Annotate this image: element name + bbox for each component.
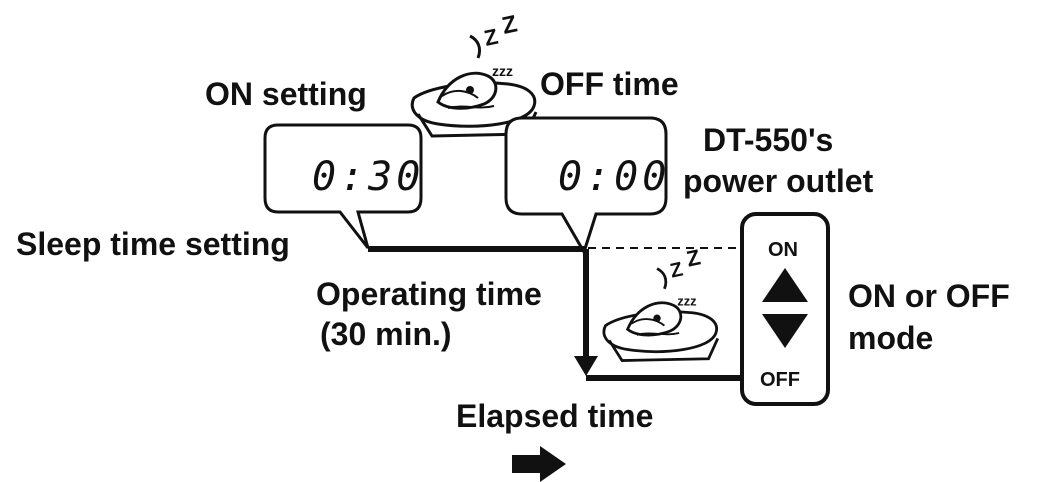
outlet-label-line2: power outlet xyxy=(683,163,874,199)
elapsed-time-label: Elapsed time xyxy=(456,398,654,434)
sleeping-person-icon: Z Z zzz xyxy=(410,10,538,138)
down-triangle-icon xyxy=(762,314,808,348)
switch-on-label: ON xyxy=(768,239,798,261)
up-triangle-icon xyxy=(762,268,808,302)
switch-off-label: OFF xyxy=(760,369,800,391)
mode-line2: mode xyxy=(848,320,934,356)
off-display-value: 0:00 xyxy=(558,154,670,200)
svg-text:zzz: zzz xyxy=(492,63,513,79)
svg-text:Z: Z xyxy=(482,24,500,51)
svg-text:Z: Z xyxy=(684,244,702,271)
svg-text:Z: Z xyxy=(500,10,520,39)
off-time-callout xyxy=(504,116,668,256)
on-setting-label: ON setting xyxy=(205,76,367,112)
on-setting-callout xyxy=(263,123,423,249)
svg-text:zzz: zzz xyxy=(677,293,696,308)
operating-time-line2: (30 min.) xyxy=(320,316,452,352)
sleep-time-setting-label: Sleep time setting xyxy=(16,226,290,262)
mode-line1: ON or OFF xyxy=(848,278,1010,314)
off-time-label: OFF time xyxy=(540,66,679,102)
on-display-value: 0:30 xyxy=(312,154,424,200)
outlet-label-line1: DT-550's xyxy=(703,122,834,158)
right-arrow-icon xyxy=(512,446,566,482)
svg-text:Z: Z xyxy=(668,259,685,283)
operating-time-line1: Operating time xyxy=(316,276,542,312)
sleeping-person-icon: Z Z zzz xyxy=(602,244,720,362)
outlet-switch-box xyxy=(740,212,830,406)
drop-arrowhead xyxy=(574,356,598,376)
